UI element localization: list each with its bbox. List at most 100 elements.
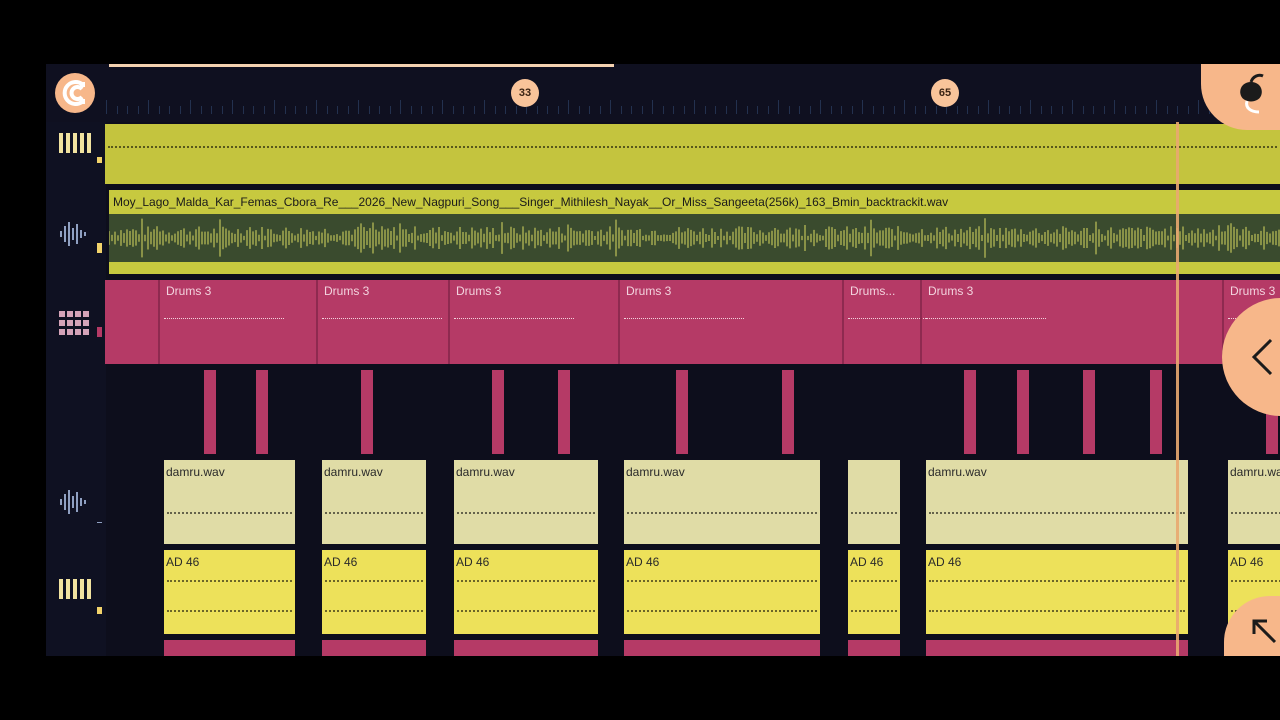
clip-note-line <box>627 610 817 612</box>
drum-clip[interactable] <box>926 640 1188 656</box>
drum-clip-label[interactable]: Drums 3 <box>1230 284 1276 298</box>
drum-clip-label[interactable]: Drums 3 <box>324 284 370 298</box>
timeline-tick <box>778 100 779 114</box>
playhead[interactable] <box>1176 122 1179 656</box>
timeline-tick <box>305 106 307 114</box>
track-select-indicator[interactable] <box>97 327 102 337</box>
clip-note-line <box>167 610 292 612</box>
timeline-tick <box>221 106 223 114</box>
waveform-icon[interactable] <box>58 220 88 248</box>
timeline-tick <box>893 106 895 114</box>
timeline-tick <box>1135 106 1136 114</box>
timeline-tick <box>862 100 863 114</box>
piano-roll-icon[interactable] <box>58 578 92 600</box>
timeline-tick <box>410 106 412 114</box>
drum-clip[interactable] <box>624 640 820 656</box>
timeline-tick <box>820 100 821 114</box>
timeline-tick <box>526 100 527 114</box>
drum-clip-divider <box>316 280 318 364</box>
damru-audio-clip[interactable]: damru.wav <box>624 460 820 544</box>
timeline-tick <box>1166 106 1168 114</box>
pattern-clip[interactable] <box>105 124 1280 184</box>
ad-clip-label: AD 46 <box>626 555 660 569</box>
timeline-tick <box>137 106 139 114</box>
timeline-ruler[interactable]: 33 65 <box>46 64 1280 122</box>
ad-pattern-clip[interactable]: AD 46 <box>624 550 820 634</box>
clip-waveform-line <box>929 512 1185 514</box>
snap-magnet-button[interactable] <box>55 73 95 113</box>
timeline-tick <box>232 100 233 114</box>
drum-clip[interactable] <box>322 640 426 656</box>
timeline-tick <box>925 106 926 114</box>
timeline-tick <box>620 106 622 114</box>
drum-clip-label[interactable]: Drums 3 <box>166 284 212 298</box>
note-bar[interactable] <box>1017 370 1029 454</box>
clip-note-line <box>1231 580 1280 582</box>
timeline-tick <box>946 100 947 114</box>
drum-clip[interactable] <box>848 640 900 656</box>
note-bar[interactable] <box>676 370 688 454</box>
timeline-tick <box>662 106 664 114</box>
step-sequencer-icon[interactable] <box>58 310 92 336</box>
clip-note-line <box>325 580 423 582</box>
drum-clip[interactable] <box>454 640 598 656</box>
drum-clip-label[interactable]: Drums... <box>850 284 896 298</box>
timeline-marker-65[interactable]: 65 <box>931 79 959 107</box>
timeline-tick <box>1145 106 1147 114</box>
drum-step-pattern <box>624 318 744 319</box>
drum-step-pattern <box>454 318 574 319</box>
timeline-tick <box>610 100 611 114</box>
ad-pattern-clip[interactable]: AD 46 <box>454 550 598 634</box>
drum-clip-lane <box>105 280 1280 364</box>
note-bar[interactable] <box>782 370 794 454</box>
timeline-tick <box>977 106 979 114</box>
track-select-indicator[interactable] <box>97 607 102 614</box>
drum-clip-divider <box>158 280 160 364</box>
waveform-icon[interactable] <box>58 488 88 516</box>
audio-clip[interactable]: Moy_Lago_Malda_Kar_Femas_Cbora_Re___2026… <box>109 190 1280 274</box>
timeline-marker-33[interactable]: 33 <box>511 79 539 107</box>
track-select-indicator[interactable] <box>97 157 102 163</box>
timeline-tick <box>631 106 632 114</box>
track-select-indicator[interactable] <box>97 243 102 253</box>
note-bar[interactable] <box>361 370 373 454</box>
audio-waveform <box>109 214 1280 262</box>
timeline-tick <box>211 106 212 114</box>
timeline-tick <box>148 100 149 114</box>
damru-audio-clip[interactable]: damru.wav <box>1228 460 1280 544</box>
ad-clip-label: AD 46 <box>456 555 490 569</box>
timeline-tick <box>914 106 916 114</box>
drum-clip-label[interactable]: Drums 3 <box>626 284 672 298</box>
note-bar[interactable] <box>204 370 216 454</box>
timeline-tick <box>578 106 580 114</box>
timeline-tick <box>274 100 275 114</box>
damru-audio-clip[interactable] <box>848 460 900 544</box>
timeline-tick <box>1093 106 1094 114</box>
timeline-tick <box>379 106 380 114</box>
damru-audio-clip[interactable]: damru.wav <box>322 460 426 544</box>
note-bar[interactable] <box>1083 370 1095 454</box>
ad-pattern-clip[interactable]: AD 46 <box>164 550 295 634</box>
timeline-tick <box>599 106 601 114</box>
ad-pattern-clip[interactable]: AD 46 <box>926 550 1188 634</box>
piano-roll-icon[interactable] <box>58 132 92 154</box>
note-bar[interactable] <box>964 370 976 454</box>
note-bar[interactable] <box>558 370 570 454</box>
note-bar[interactable] <box>1150 370 1162 454</box>
note-bar[interactable] <box>256 370 268 454</box>
timeline-tick <box>421 106 422 114</box>
track-select-indicator[interactable] <box>97 522 102 523</box>
damru-audio-clip[interactable]: damru.wav <box>926 460 1188 544</box>
timeline-tick <box>767 106 769 114</box>
note-bar[interactable] <box>492 370 504 454</box>
timeline-tick <box>872 106 874 114</box>
timeline-tick <box>463 106 464 114</box>
damru-clip-label: damru.wav <box>324 465 383 479</box>
drum-clip-label[interactable]: Drums 3 <box>456 284 502 298</box>
ad-pattern-clip[interactable]: AD 46 <box>322 550 426 634</box>
ad-pattern-clip[interactable]: AD 46 <box>848 550 900 634</box>
drum-clip-label[interactable]: Drums 3 <box>928 284 974 298</box>
damru-audio-clip[interactable]: damru.wav <box>164 460 295 544</box>
drum-clip[interactable] <box>164 640 295 656</box>
damru-audio-clip[interactable]: damru.wav <box>454 460 598 544</box>
